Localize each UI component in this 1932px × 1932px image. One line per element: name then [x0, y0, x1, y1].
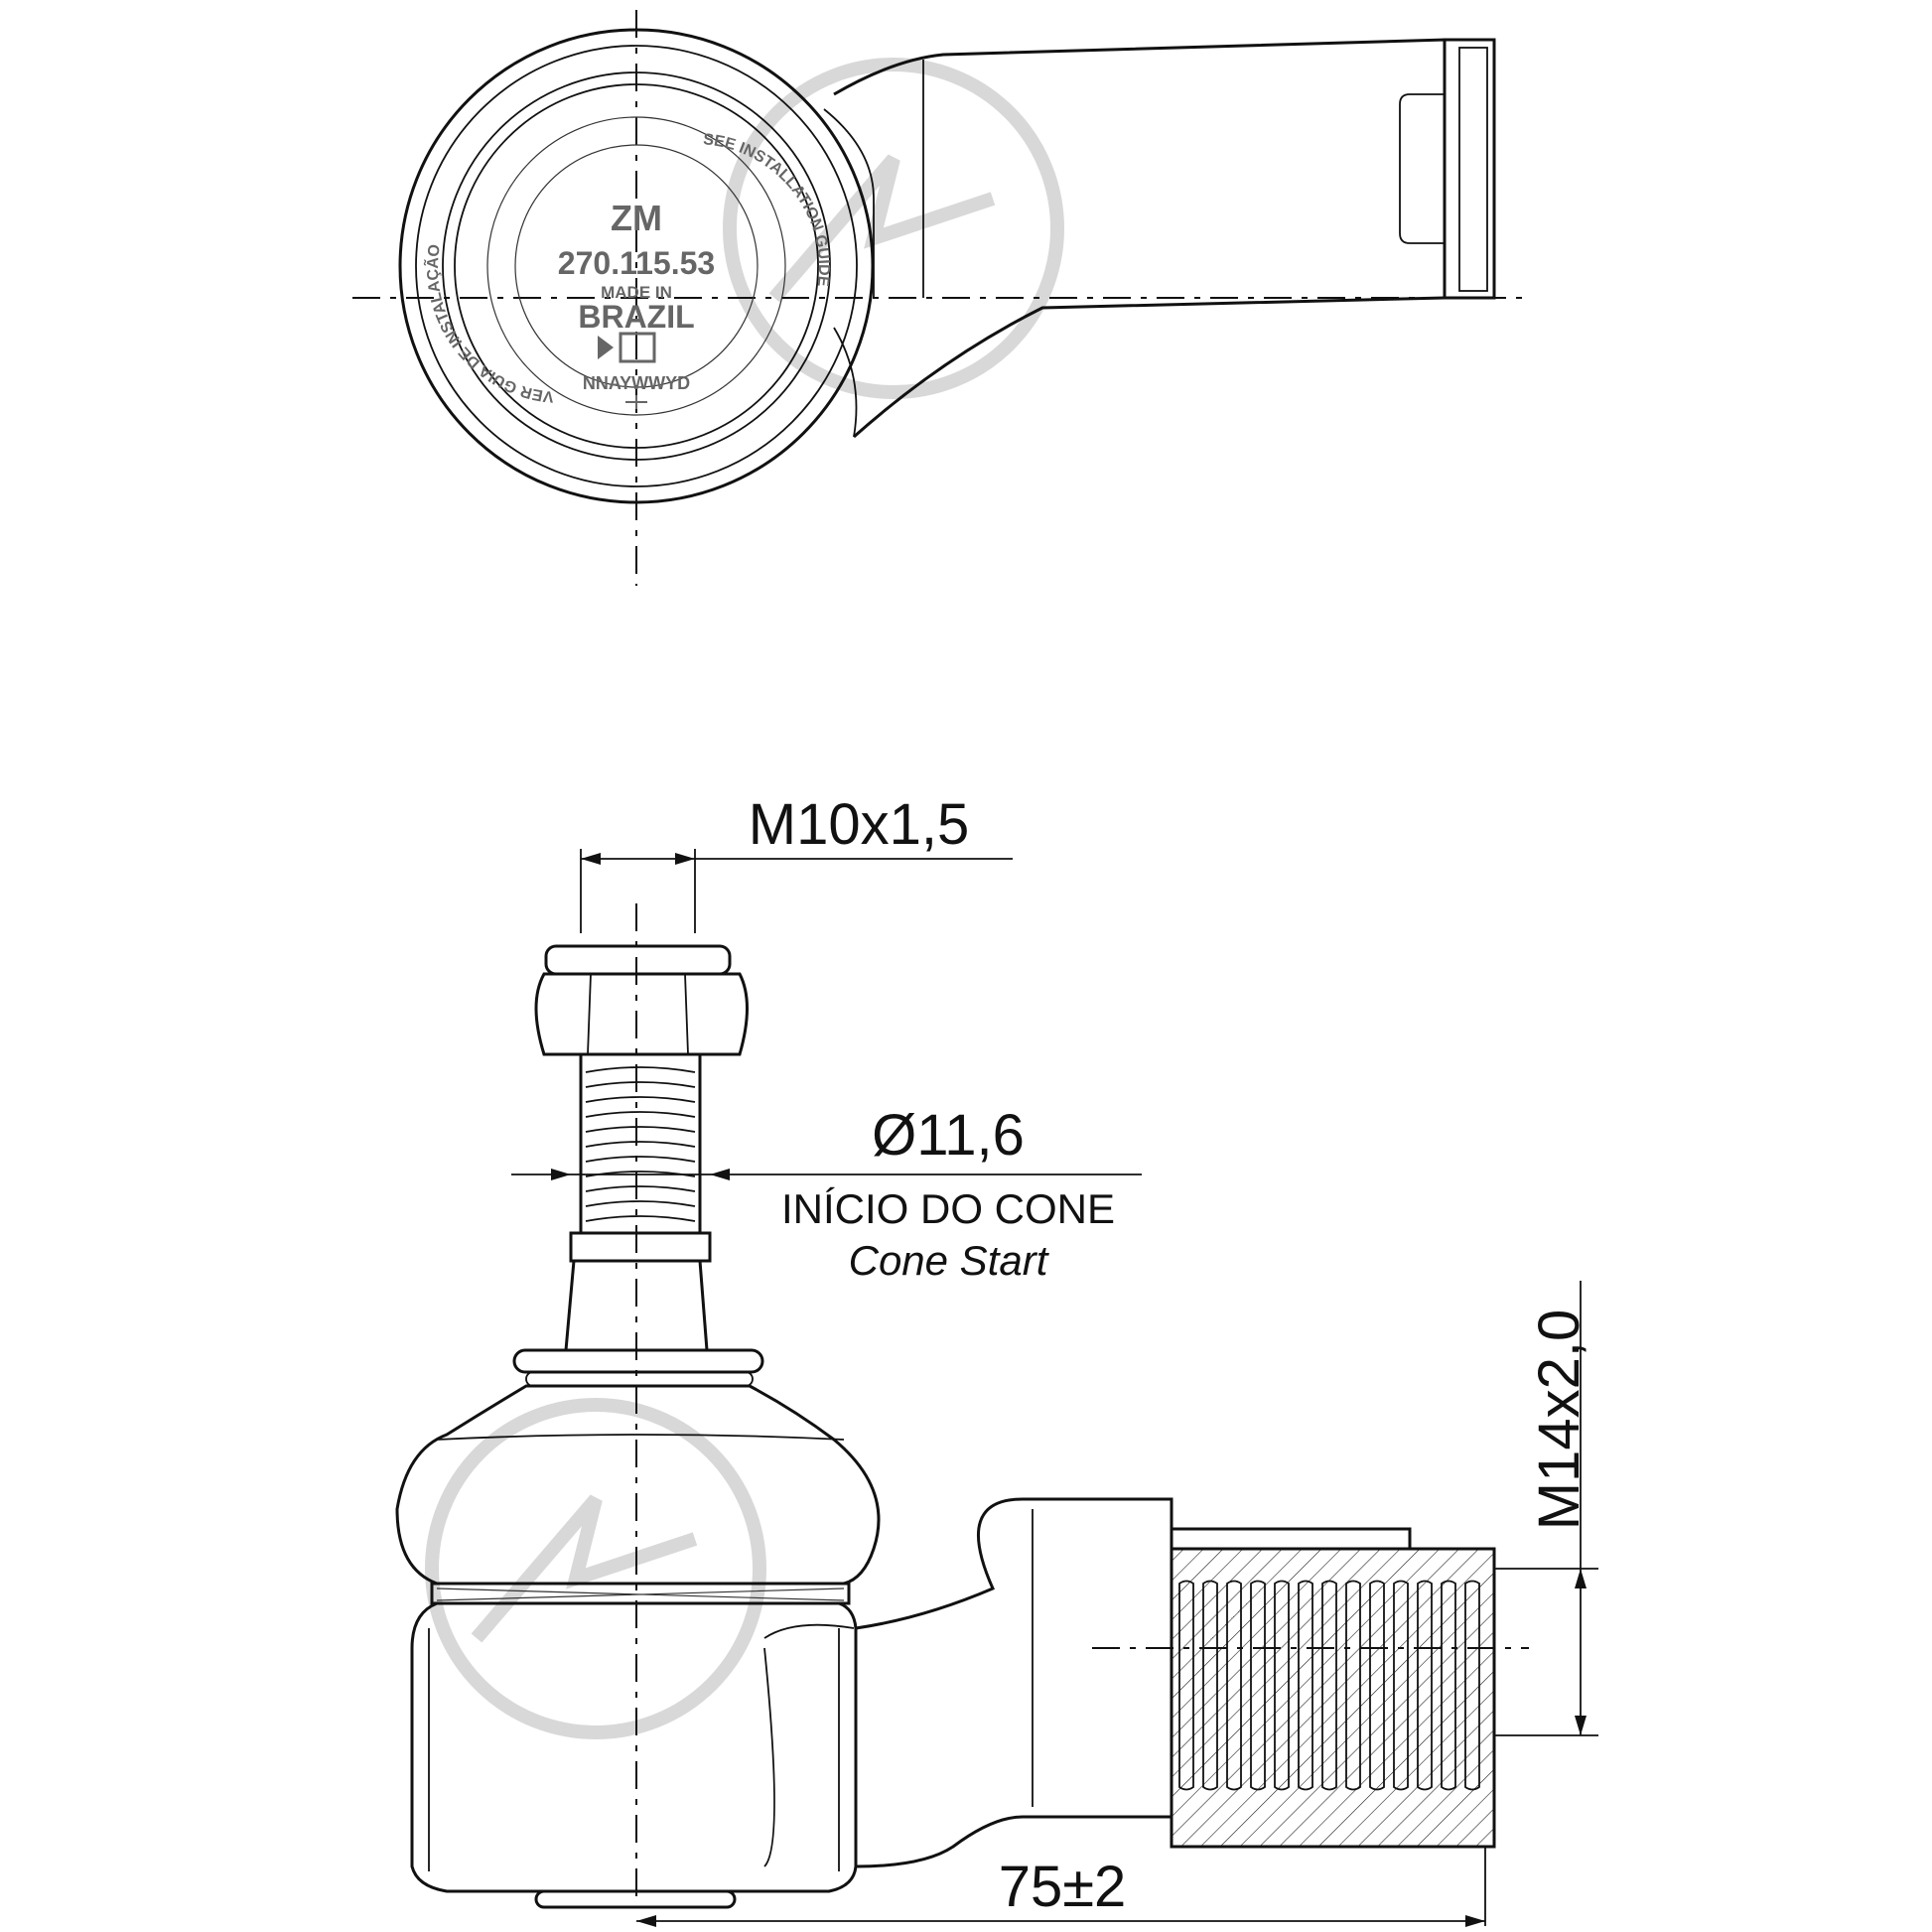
end-flange-inner — [1458, 47, 1488, 292]
cone-start-collar — [569, 1231, 712, 1263]
top-view: ZM 270.115.53 MADE IN BRAZIL NNAYWWYD VE… — [352, 10, 1529, 586]
boot-clamp — [430, 1582, 851, 1605]
shank-thread-crests — [1178, 1580, 1480, 1791]
label-cone-diameter: Ø11,6 — [872, 1103, 1025, 1168]
end-slot — [1399, 93, 1445, 244]
wrench-icon — [625, 395, 647, 409]
dim-cone-diameter: Ø11,6 INÍCIO DO CONE Cone Start — [511, 1103, 1142, 1284]
side-view: M10x1,5 Ø11,6 INÍCIO DO CONE Cone Start … — [395, 792, 1598, 1927]
arm-neck — [833, 327, 858, 438]
label-stud-thread: M10x1,5 — [749, 792, 969, 857]
arm-throat-top — [763, 1623, 855, 1639]
dim-length: 75±2 — [636, 1847, 1486, 1927]
arm-bottom — [855, 1815, 1172, 1868]
stud-thread — [579, 1052, 702, 1235]
face-ring-inner — [514, 144, 759, 388]
housing-inner-circle — [415, 45, 858, 487]
date-code: NNAYWWYD — [583, 373, 690, 393]
nut-flat-left — [587, 973, 592, 1055]
part-number: 270.115.53 — [558, 245, 715, 281]
ring-text-right: SEE INSTALLATION GUIDE — [702, 131, 832, 288]
label-length: 75±2 — [999, 1855, 1127, 1919]
end-flange — [1443, 38, 1496, 300]
country-label: BRAZIL — [578, 299, 694, 335]
dim-shank-thread: M14x2,0 — [1494, 1281, 1598, 1736]
nut-flat-right — [684, 973, 689, 1055]
arm-bottom-edge — [853, 296, 1446, 439]
brand-mark: ZM — [611, 198, 662, 238]
arm-inner-edge — [823, 108, 875, 298]
face-ring-outer — [486, 116, 786, 416]
hex-nut — [534, 972, 749, 1056]
watermark-logo-top — [723, 58, 1064, 399]
shank-thread-hatch — [1170, 1547, 1496, 1849]
arm-throat — [763, 1647, 775, 1867]
arm-top-edge — [833, 38, 1447, 298]
stud-thread-lines — [585, 1066, 696, 1222]
nut-washer-top — [544, 944, 732, 976]
box-icon — [619, 332, 656, 363]
boot-washer — [512, 1348, 764, 1374]
label-shank-thread: M14x2,0 — [1527, 1310, 1591, 1530]
boot-fold — [436, 1434, 845, 1441]
boot-ring-outer — [442, 71, 831, 461]
label-cone-start-pt: INÍCIO DO CONE — [781, 1185, 1115, 1232]
ring-text-left: VER GUIA DE INSTALAÇÃO — [422, 243, 555, 405]
boot-ring-inner — [454, 83, 819, 449]
label-cone-start-en: Cone Start — [849, 1237, 1050, 1284]
housing-outer-circle — [398, 28, 875, 504]
clamp-hatch — [436, 1587, 845, 1601]
boot-seal — [525, 1371, 754, 1387]
socket-bottom-cap — [534, 1889, 737, 1909]
watermark-logo-bottom — [425, 1398, 766, 1739]
made-in-label: MADE IN — [601, 283, 672, 302]
socket-housing — [410, 1601, 858, 1893]
play-arrow-icon — [598, 336, 614, 359]
dim-stud-thread: M10x1,5 — [580, 792, 1013, 933]
arm-top — [855, 1497, 1173, 1630]
